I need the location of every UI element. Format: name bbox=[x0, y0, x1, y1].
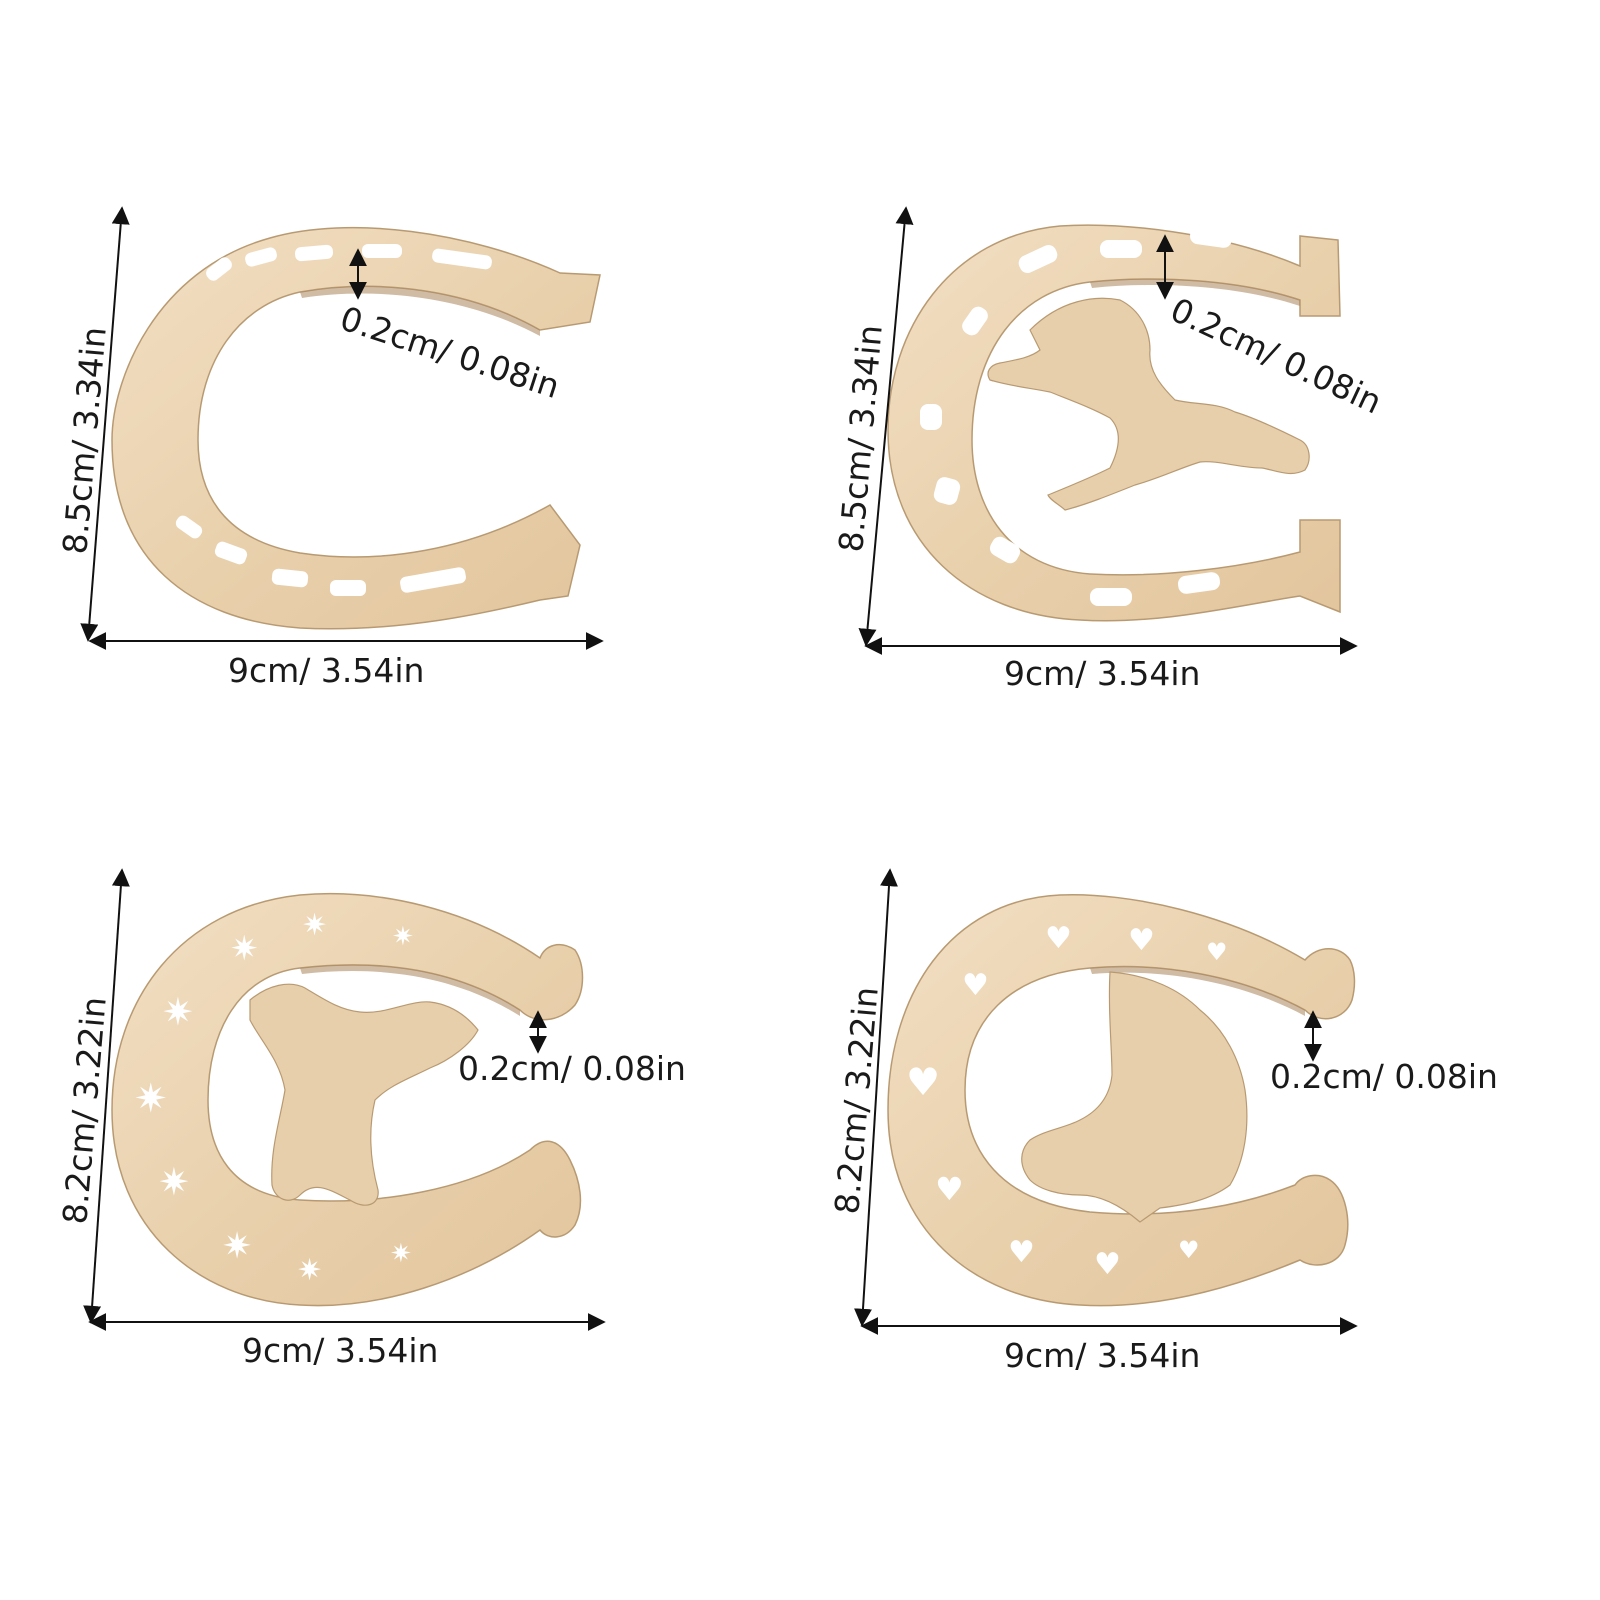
heart-hole: ♥ bbox=[1094, 1247, 1121, 1282]
height-label: 8.5cm/ 3.34in bbox=[55, 325, 114, 555]
height-arrow bbox=[854, 868, 898, 1327]
star-hole: ✷ bbox=[162, 990, 194, 1034]
width-label: 9cm/ 3.54in bbox=[228, 651, 424, 690]
horse-silhouette bbox=[249, 983, 479, 1206]
thickness-label: 0.2cm/ 0.08in bbox=[458, 1049, 686, 1088]
horseshoe-jumping-horse bbox=[887, 224, 1341, 622]
height-arrow bbox=[83, 868, 130, 1324]
heart-hole: ♥ bbox=[1206, 938, 1228, 966]
piece-stars-horse: ✷ ✷ ✷ ✷ ✷ ✷ ✷ ✷ ✷ 8.2cm/ 3.22in 9cm/ 3.5… bbox=[55, 868, 686, 1370]
width-label: 9cm/ 3.54in bbox=[1004, 1336, 1200, 1375]
thickness-label: 0.2cm/ 0.08in bbox=[1270, 1057, 1498, 1096]
star-hole: ✷ bbox=[392, 922, 414, 952]
heart-hole: ♥ bbox=[1128, 923, 1155, 958]
horseshoe-hearts-horse-head: ♥ ♥ ♥ ♥ ♥ ♥ ♥ ♥ ♥ bbox=[887, 893, 1356, 1307]
heart-hole: ♥ bbox=[906, 1060, 940, 1104]
height-arrow bbox=[858, 206, 914, 647]
width-label: 9cm/ 3.54in bbox=[242, 1331, 438, 1370]
heart-hole: ♥ bbox=[1045, 921, 1072, 956]
heart-hole: ♥ bbox=[962, 968, 989, 1003]
star-hole: ✷ bbox=[302, 908, 327, 943]
horse-head-silhouette bbox=[1021, 971, 1248, 1223]
heart-hole: ♥ bbox=[935, 1170, 964, 1208]
piece-hearts-horse-head: ♥ ♥ ♥ ♥ ♥ ♥ ♥ ♥ ♥ 8.2cm/ 3.22in 9cm/ 3.5… bbox=[827, 868, 1498, 1375]
horseshoe-plain-slots bbox=[111, 226, 601, 630]
horseshoe-stars-horse: ✷ ✷ ✷ ✷ ✷ ✷ ✷ ✷ ✷ bbox=[111, 892, 584, 1307]
star-hole: ✷ bbox=[390, 1239, 412, 1269]
horse-silhouette bbox=[987, 297, 1310, 511]
star-hole: ✷ bbox=[134, 1076, 168, 1122]
star-hole: ✷ bbox=[297, 1253, 322, 1288]
height-arrow bbox=[80, 206, 130, 642]
star-hole: ✷ bbox=[158, 1160, 190, 1204]
star-hole: ✷ bbox=[222, 1226, 252, 1267]
heart-hole: ♥ bbox=[1178, 1236, 1200, 1264]
heart-hole: ♥ bbox=[1008, 1235, 1035, 1270]
height-label: 8.2cm/ 3.22in bbox=[827, 985, 886, 1215]
thickness-label: 0.2cm/ 0.08in bbox=[1165, 290, 1388, 422]
star-hole: ✷ bbox=[230, 929, 259, 969]
height-label: 8.5cm/ 3.34in bbox=[831, 323, 890, 553]
width-label: 9cm/ 3.54in bbox=[1004, 654, 1200, 693]
piece-plain-slots: 8.5cm/ 3.34in 9cm/ 3.54in 0.2cm/ 0.08in bbox=[55, 206, 604, 690]
piece-jumping-horse: 8.5cm/ 3.34in 9cm/ 3.54in 0.2cm/ 0.08in bbox=[831, 206, 1388, 693]
